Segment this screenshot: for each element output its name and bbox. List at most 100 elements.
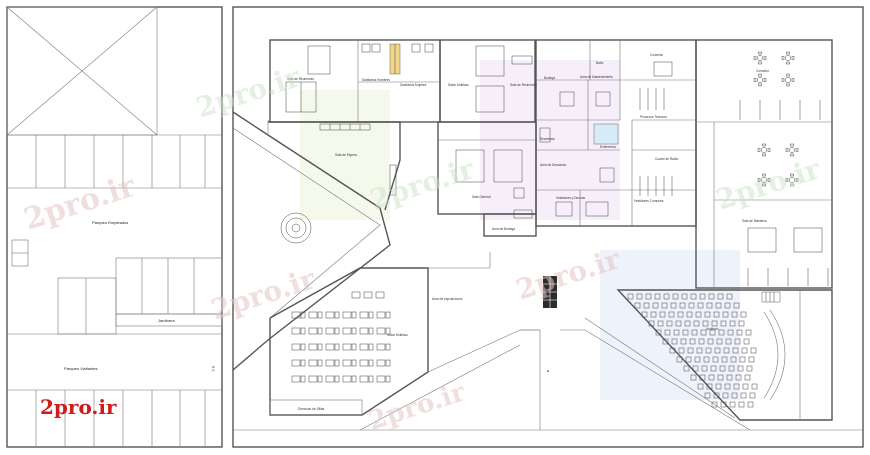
classroom-chair <box>317 359 323 367</box>
classroom-chair <box>385 359 391 367</box>
classroom-chair <box>368 343 374 351</box>
classroom-desk <box>342 359 352 367</box>
auditorium-seat <box>737 365 744 372</box>
auditorium-seat <box>643 302 650 309</box>
auditorium-seat <box>736 329 743 336</box>
label-sala-general: Sala General <box>472 195 491 199</box>
classroom-desk <box>291 327 301 335</box>
classroom-desk <box>291 359 301 367</box>
auditorium-seat <box>659 311 666 318</box>
label-sanitarios-mujeres: Sanitarios Mujeres <box>400 83 427 87</box>
auditorium-seat <box>669 347 676 354</box>
auditorium-seat <box>717 293 724 300</box>
watermark-1: 2pro.ir <box>20 168 141 237</box>
classroom-chair <box>300 359 306 367</box>
auditorium-seat <box>708 374 715 381</box>
classroom-desk <box>291 343 301 351</box>
classroom-desk <box>376 375 386 383</box>
classroom-chair <box>351 375 357 383</box>
auditorium-seat <box>730 356 737 363</box>
brand-logo: 2pro.ir <box>40 395 117 419</box>
auditorium-seat <box>683 365 690 372</box>
auditorium-seat <box>733 302 740 309</box>
auditorium-seat <box>701 365 708 372</box>
classroom-desk <box>308 343 318 351</box>
auditorium-seat <box>712 356 719 363</box>
auditorium-seat <box>706 383 713 390</box>
auditorium-seat <box>726 293 733 300</box>
block-salon-multiuso <box>269 267 429 416</box>
auditorium-seat <box>749 392 756 399</box>
auditorium-seat <box>671 338 678 345</box>
auditorium-seat <box>672 293 679 300</box>
auditorium-seat <box>700 329 707 336</box>
classroom-desk <box>359 359 369 367</box>
auditorium-seat <box>679 302 686 309</box>
auditorium-seat <box>723 347 730 354</box>
label-jardinera: Jardinera <box>158 318 175 323</box>
auditorium-seat <box>682 329 689 336</box>
classroom-desk <box>376 311 386 319</box>
block-right <box>695 39 833 289</box>
classroom-chair <box>317 343 323 351</box>
classroom-chair <box>300 343 306 351</box>
label-auditorio: Auditorio <box>706 327 719 331</box>
classroom-chair <box>334 327 340 335</box>
label-sala-de-maestros: Sala de Maestros <box>742 219 767 223</box>
classroom-chair <box>351 359 357 367</box>
classroom-chair <box>385 343 391 351</box>
block-sala-espera <box>268 121 401 211</box>
classroom-chair <box>368 375 374 383</box>
auditorium-seat <box>657 320 664 327</box>
label-direccion-de-sillas: Direccion de Sillas <box>298 407 325 411</box>
auditorium-seat <box>698 338 705 345</box>
classroom-chair <box>300 375 306 383</box>
label-salon-multiuso-top: Salon Multiuso <box>448 83 469 87</box>
auditorium-seat <box>650 311 657 318</box>
auditorium-seat <box>739 356 746 363</box>
auditorium-seat <box>738 401 745 408</box>
auditorium-seat <box>722 311 729 318</box>
auditorium-seat <box>738 320 745 327</box>
auditorium-seat <box>711 401 718 408</box>
auditorium-seat <box>733 383 740 390</box>
classroom-chair <box>368 311 374 319</box>
auditorium-seat <box>720 320 727 327</box>
classroom-desk <box>325 359 335 367</box>
classroom-desk <box>376 343 386 351</box>
auditorium-seat <box>706 302 713 309</box>
auditorium-seat <box>699 293 706 300</box>
auditorium-seat <box>686 311 693 318</box>
auditorium-seat <box>743 338 750 345</box>
auditorium-seat <box>704 311 711 318</box>
label-area-de-exposiciones: Area de exposiciones <box>432 297 463 301</box>
label-cuarto-de-radio: Cuarto de Radio <box>655 157 678 161</box>
auditorium-seat <box>675 320 682 327</box>
auditorium-seat <box>670 302 677 309</box>
classroom-desk <box>291 375 301 383</box>
auditorium-seat <box>719 365 726 372</box>
auditorium-seat <box>692 365 699 372</box>
label-vestidores-y-duchas: Vestidores y Duchas <box>556 196 585 200</box>
classroom-desk <box>325 311 335 319</box>
pentagon-plaza <box>232 111 391 371</box>
label-enfermeria: Enfermeria <box>600 145 616 149</box>
auditorium-seat <box>690 293 697 300</box>
classroom-desk <box>376 327 386 335</box>
classroom-desk <box>359 343 369 351</box>
auditorium-seat <box>680 338 687 345</box>
classroom-desk <box>359 311 369 319</box>
auditorium-seat <box>636 293 643 300</box>
auditorium-seat <box>729 401 736 408</box>
classroom-chair <box>368 359 374 367</box>
auditorium-seat <box>710 365 717 372</box>
auditorium-seat <box>687 347 694 354</box>
auditorium-seat <box>716 338 723 345</box>
classroom-desk <box>342 343 352 351</box>
auditorium-seat <box>685 356 692 363</box>
auditorium-seat <box>727 329 734 336</box>
auditorium-seat <box>734 338 741 345</box>
watermark-6: 2pro.ir <box>712 152 825 217</box>
block-top-center <box>437 39 537 237</box>
